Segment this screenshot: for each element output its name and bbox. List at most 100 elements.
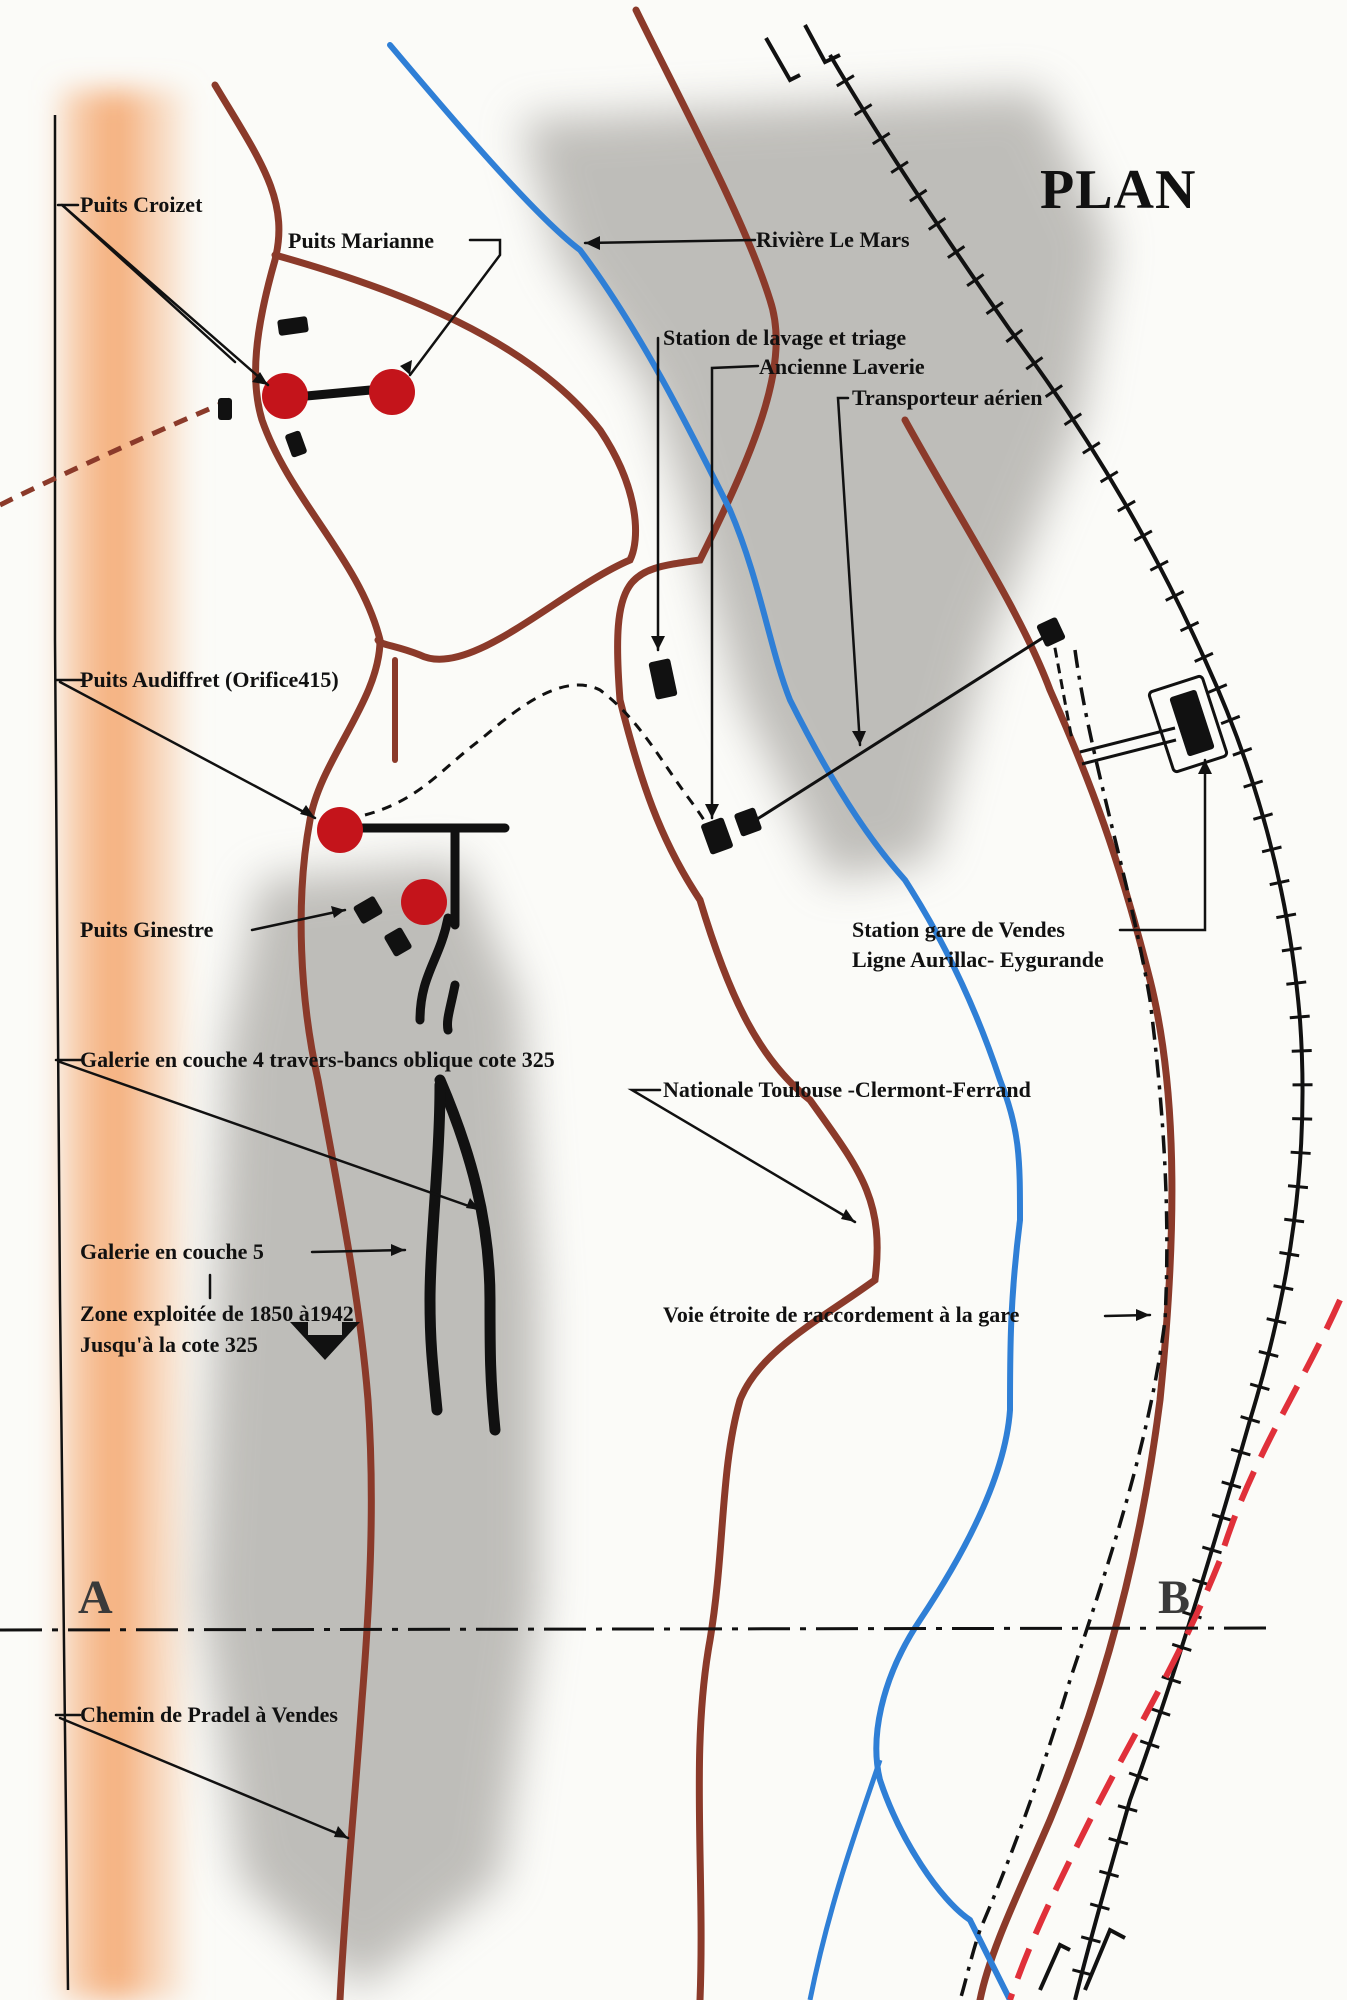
rail-tick — [836, 74, 855, 88]
old-railway-red — [1007, 1298, 1343, 2000]
leader-transporteur — [836, 396, 862, 747]
down-arrow-icon — [290, 1322, 360, 1360]
rail-tick — [1089, 1902, 1110, 1911]
leader-galerie4 — [54, 1058, 482, 1212]
station-block — [1169, 689, 1215, 757]
rail-tick — [1252, 812, 1274, 821]
station-building — [1079, 674, 1229, 774]
label-puits-croizet: Puits Croizet — [80, 192, 203, 217]
map-title: PLAN — [1040, 159, 1197, 221]
rail-tick — [1165, 590, 1185, 602]
label-puits-marianne: Puits Marianne — [288, 228, 435, 253]
station-access — [1079, 726, 1177, 766]
road-loop — [271, 251, 640, 663]
building-marker-ginestre-1 — [353, 896, 383, 924]
rail-tick — [1161, 1675, 1182, 1685]
rail-tick — [1232, 747, 1253, 757]
rail-tick — [1005, 328, 1024, 343]
shaft-dot-audiffret — [317, 807, 363, 853]
label-chemin: Chemin de Pradel à Vendes — [80, 1702, 338, 1727]
label-galerie-couche-4: Galerie en couche 4 travers-bancs obliqu… — [80, 1047, 555, 1072]
rail-tick — [1072, 1968, 1093, 1977]
ropeway-return-dashed — [1050, 631, 1074, 741]
building-marker-croizet-2 — [218, 398, 232, 420]
boundary-line — [53, 115, 70, 1991]
rail-tick — [966, 273, 985, 288]
rail-tick — [1281, 946, 1302, 953]
arrowhead-galerie5 — [391, 1244, 405, 1256]
label-puits-ginestre: Puits Ginestre — [80, 917, 214, 942]
label-riviere-le-mars: Rivière Le Mars — [756, 227, 910, 252]
rail-tick — [1099, 470, 1119, 484]
road-nationale — [614, 6, 881, 2000]
ginestre-gallery — [415, 913, 460, 1035]
rail-tick — [1149, 559, 1169, 572]
rail-tick — [1117, 499, 1136, 513]
rail-tick — [1221, 1480, 1242, 1490]
railway-line — [828, 53, 1305, 2000]
arrowhead-marianne — [400, 360, 412, 375]
rail-end-right — [803, 24, 841, 65]
building-marker-lavage — [648, 658, 678, 700]
rail-tick — [1230, 1447, 1251, 1457]
shaft-dot-ginestre — [401, 879, 447, 925]
arrowhead-transporteur — [852, 731, 866, 745]
label-ancienne-laverie: Ancienne Laverie — [759, 354, 925, 379]
building-marker-croizet-1 — [277, 316, 309, 336]
building-markers — [218, 316, 1066, 957]
section-label-a: A — [78, 1571, 113, 1624]
river-branch — [807, 1759, 883, 2000]
leader-nationale — [627, 1088, 857, 1224]
arrowhead-audiffret — [300, 805, 315, 818]
rail-tick — [985, 301, 1004, 315]
rail-tick — [1128, 1771, 1149, 1782]
station-outline — [1147, 674, 1229, 774]
rail-tick — [1243, 779, 1264, 789]
rail-tick — [1139, 1739, 1160, 1749]
rail-tick — [853, 103, 873, 117]
rail-tick — [1220, 714, 1241, 725]
label-transporteur-aerien: Transporteur aérien — [852, 385, 1043, 410]
section-label-b: B — [1158, 1571, 1191, 1624]
rail-tick — [1266, 1317, 1287, 1325]
road-east — [901, 416, 1176, 2000]
rail-tick — [1080, 1935, 1101, 1944]
road-left — [211, 81, 384, 2000]
building-marker-laverie-2 — [734, 807, 762, 837]
arrowhead-galerie4 — [466, 1198, 480, 1210]
rail-tick — [1082, 441, 1101, 455]
rail-tick — [1284, 1217, 1305, 1224]
label-station-gare: Station gare de Vendes — [852, 917, 1065, 942]
rail-tick — [890, 160, 909, 174]
rail-tick — [1108, 1837, 1129, 1846]
rail-end-left — [764, 37, 801, 83]
leader-galerie5 — [310, 1248, 407, 1254]
rail-tick — [947, 245, 966, 259]
arrowhead-chemin — [334, 1826, 348, 1838]
grey-zone-upper — [520, 90, 1110, 880]
rail-tick — [1025, 356, 1044, 371]
arrowhead-voie — [1136, 1309, 1150, 1321]
rail-tick — [1289, 1014, 1310, 1020]
arrowhead-ginestre — [331, 906, 345, 918]
arrow-heads — [252, 236, 1212, 1838]
leader-marianne — [408, 238, 502, 377]
orange-band — [60, 90, 185, 2000]
rail-tick — [1258, 1350, 1279, 1358]
building-marker-croizet-3 — [285, 430, 307, 458]
building-marker-ginestre-2 — [384, 927, 412, 957]
rail-tick — [1098, 1869, 1120, 1879]
arrowhead-laverie — [705, 804, 719, 818]
shafts — [262, 369, 447, 925]
label-voie-etroite: Voie étroite de raccordement à la gare — [663, 1302, 1020, 1327]
rail-end-bottom — [1038, 1927, 1126, 1991]
rail-tick — [1290, 1150, 1311, 1155]
rail-tick — [1063, 412, 1083, 427]
audiffret-gallery — [335, 823, 510, 930]
rail-tick — [1279, 1251, 1300, 1258]
rail-tick — [1044, 384, 1063, 398]
rail-tick — [1269, 878, 1290, 887]
rail-tick — [1171, 1642, 1192, 1652]
arrowhead-station-gare — [1198, 760, 1212, 774]
